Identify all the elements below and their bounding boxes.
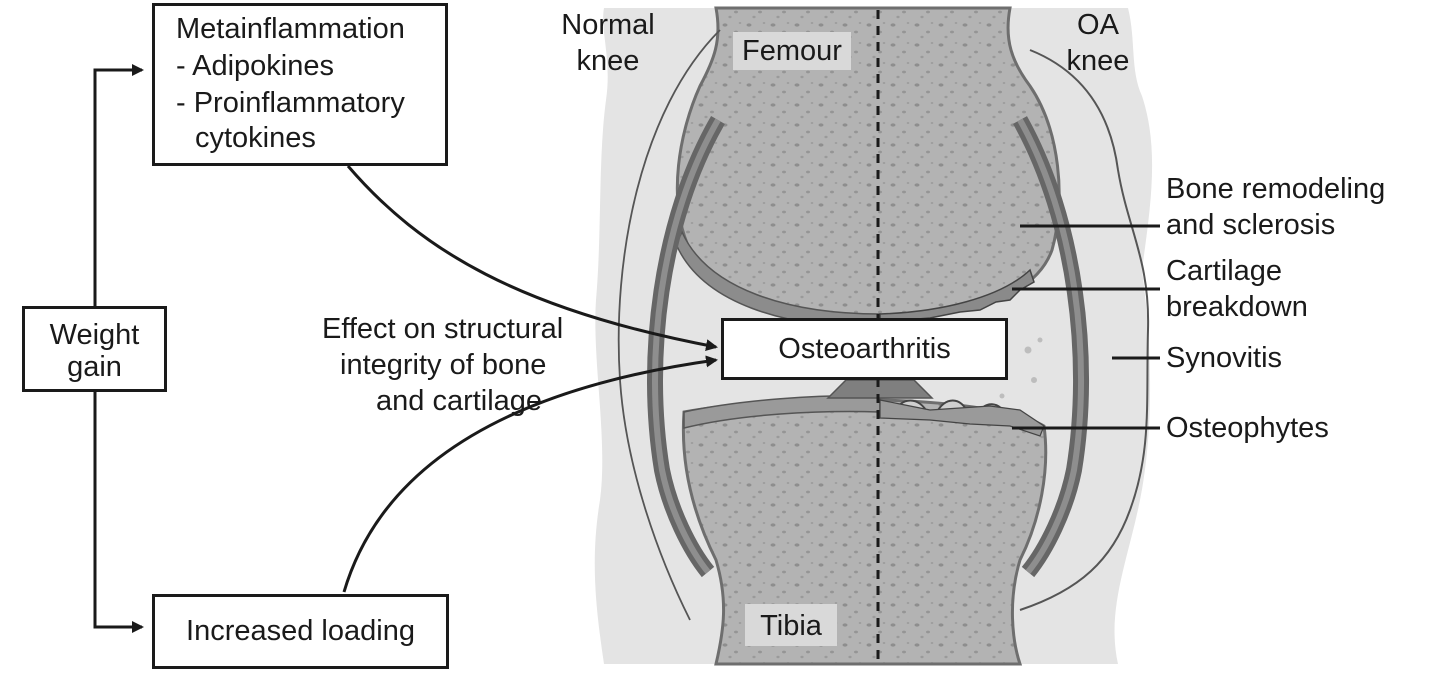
osteophytes-label: Osteophytes (1166, 412, 1329, 444)
synovial-swelling (1019, 49, 1150, 611)
weight-gain-box: Weight gain (22, 306, 167, 392)
normal-knee-label-line1: Normal (561, 9, 655, 41)
synovitis-label: Synovitis (1166, 342, 1283, 374)
proinflammatory-item: - Proinflammatory (176, 87, 405, 119)
effect-label-line3: and cartilage (376, 385, 543, 417)
metainflammation-box: Metainflammation - Adipokines - Proinfla… (152, 3, 448, 166)
arrow-weight-to-loading (93, 392, 144, 633)
arrow-loading-to-oa (342, 355, 718, 593)
arrow-weight-to-meta (93, 64, 144, 306)
normal-knee-label-line2: knee (576, 45, 640, 77)
tibia-tag-bg (745, 604, 837, 646)
oa-knee-label-line2: knee (1066, 45, 1130, 77)
femour-tag-bg (733, 32, 851, 70)
metainflammation-title: Metainflammation (176, 13, 405, 45)
increased-loading-box: Increased loading (152, 594, 449, 669)
arrow-meta-to-oa (346, 165, 718, 352)
weight-gain-line1: Weight (49, 319, 140, 351)
osteoarthritis-label: Osteoarthritis (778, 333, 951, 365)
oa-knee-label-line1: OA (1077, 9, 1119, 41)
femoral-cartilage-damaged (879, 268, 1035, 323)
synovial-membrane-left (617, 29, 721, 621)
cartilage-breakdown-label-line1: Cartilage (1166, 255, 1283, 287)
tibia-label: Tibia (760, 610, 822, 642)
cytokines-item: cytokines (195, 122, 316, 154)
tibial-cartilage-damaged (879, 399, 1045, 437)
bone-remodeling-label-line2: and sclerosis (1166, 209, 1336, 241)
femour-label: Femour (742, 35, 842, 67)
effect-label-line1: Effect on structural (322, 313, 564, 345)
bone-remodeling-label-line1: Bone remodeling (1166, 173, 1386, 205)
weight-gain-line2: gain (67, 351, 122, 383)
increased-loading-label: Increased loading (186, 615, 415, 647)
osteoarthritis-box: Osteoarthritis (721, 318, 1008, 380)
effect-label-line2: integrity of bone (340, 349, 547, 381)
meniscus (826, 379, 934, 399)
adipokines-item: - Adipokines (176, 50, 334, 82)
cartilage-breakdown-label-line2: breakdown (1166, 291, 1308, 323)
